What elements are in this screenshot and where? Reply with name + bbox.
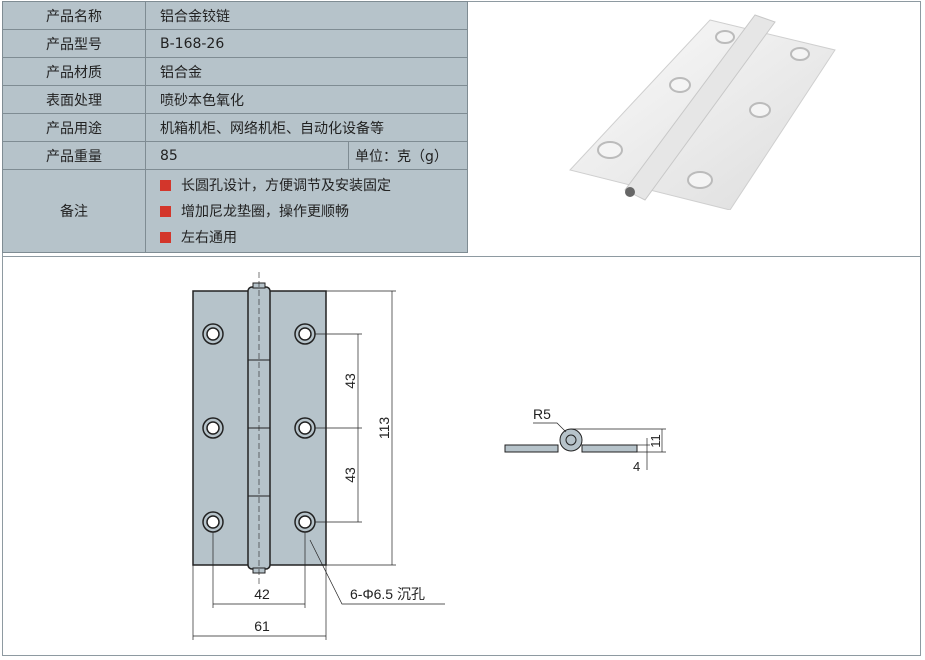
bullet-icon (160, 179, 171, 191)
product-photo (569, 14, 836, 210)
hole-note: 6-Φ6.5 沉孔 (350, 586, 425, 602)
dim-pitch: 43 (342, 467, 358, 483)
dim-radius: R5 (533, 406, 551, 422)
bullet-icon (160, 205, 171, 217)
dim-knuckle: 11 (648, 434, 663, 448)
note-text: 增加尼龙垫圈，操作更顺畅 (181, 204, 349, 220)
bullet-icon (160, 231, 171, 243)
note-item: 增加尼龙垫圈，操作更顺畅 (160, 198, 467, 224)
dim-thickness: 4 (633, 459, 640, 474)
note-item: 左右通用 (160, 224, 467, 250)
table-row: 产品用途机箱机柜、网络机柜、自动化设备等 (2, 113, 468, 142)
table-row: 表面处理喷砂本色氧化 (2, 85, 468, 114)
note-item: 长圆孔设计，方便调节及安装固定 (160, 172, 467, 198)
spec-value: 机箱机柜、网络机柜、自动化设备等 (145, 113, 468, 142)
weight-unit: 单位：克（g） (348, 141, 468, 170)
note-text: 左右通用 (181, 230, 237, 246)
spec-label: 产品重量 (2, 141, 146, 170)
spec-value: 喷砂本色氧化 (145, 85, 468, 114)
dim-hole-span: 42 (254, 586, 270, 602)
dim-height: 113 (376, 417, 392, 440)
dim-pitch: 43 (342, 373, 358, 389)
notes-label: 备注 (2, 169, 146, 253)
section-divider (2, 256, 921, 257)
table-row: 产品材质铝合金 (2, 57, 468, 86)
hinge-side-drawing (504, 422, 666, 470)
note-text: 长圆孔设计，方便调节及安装固定 (181, 178, 391, 194)
spec-label: 产品型号 (2, 29, 146, 58)
notes-row: 备注 长圆孔设计，方便调节及安装固定 增加尼龙垫圈，操作更顺畅 左右通用 (2, 169, 468, 253)
spec-value: 铝合金 (145, 57, 468, 86)
spec-label: 产品用途 (2, 113, 146, 142)
dim-width: 61 (254, 618, 270, 634)
